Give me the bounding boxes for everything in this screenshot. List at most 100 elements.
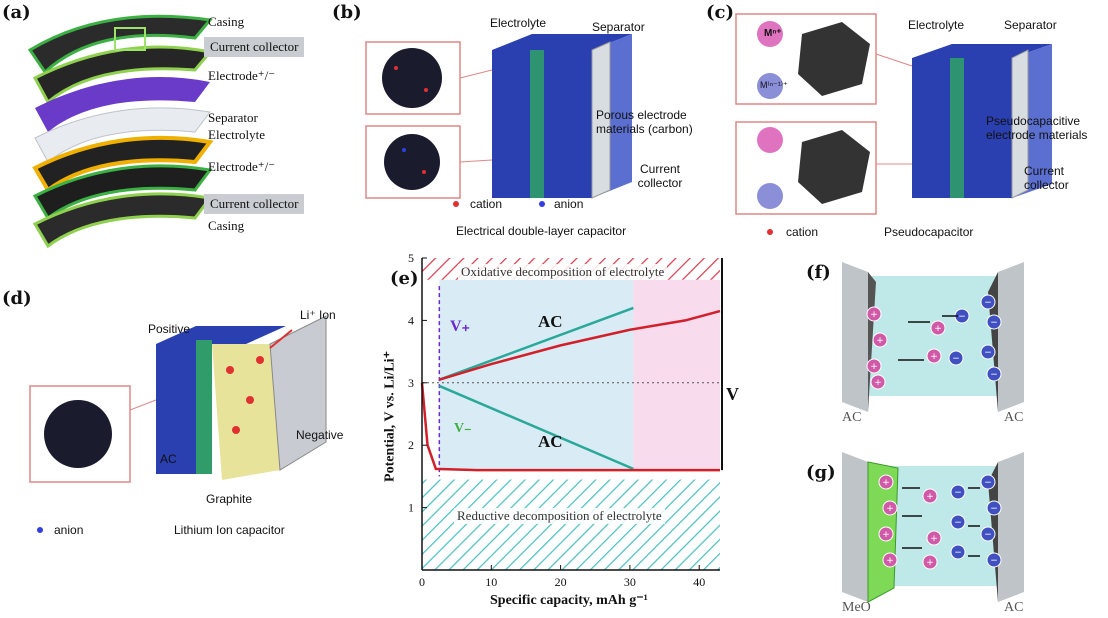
panel-f-tag: (f): [806, 262, 831, 283]
anion-icon-sign: −: [954, 518, 962, 528]
working-region-blue: [439, 279, 634, 471]
cation-icon-sign: +: [882, 530, 890, 540]
x-tick-label: 20: [555, 575, 567, 589]
panel-b-tag: (b): [332, 2, 362, 23]
panel-c-pseudo-label: Pseudocapacitive electrode materials: [986, 114, 1088, 142]
anion-icon: [986, 500, 1002, 516]
anion-icon-sign: −: [990, 556, 998, 566]
cation-dot-icon: [453, 201, 459, 207]
panel-a-label-casing-bottom: Casing: [208, 218, 245, 233]
panel-d-positive-label: Positive: [148, 322, 191, 336]
reductive-band: [422, 479, 720, 570]
cation-icon: [882, 552, 898, 568]
panel-g-tag: (g): [806, 462, 836, 483]
metal-ion-top-icon: [757, 21, 783, 47]
panel-d-graphite-label: Graphite: [206, 492, 253, 506]
cation-icon-sign: +: [926, 492, 934, 502]
ions-f: ++++++−−−−−−: [866, 294, 1002, 390]
anion-icon-sign: −: [952, 354, 960, 364]
chart-reductive-label: Reductive decomposition of electrolyte: [454, 508, 665, 524]
cation-icon: [930, 320, 946, 336]
panel-a-label-collector-top: Current collector: [204, 37, 305, 57]
panel-g-left-label: MeO: [842, 600, 871, 615]
cation-icon: [870, 374, 886, 390]
panel-c-legend-cation: cation: [786, 225, 819, 239]
anion-icon-sign: −: [954, 488, 962, 498]
series-line-1: [438, 384, 634, 471]
panel-f-left-label: AC: [842, 410, 862, 425]
panel-f-right-label: AC: [1004, 410, 1024, 425]
panel-g-right-label: AC: [1004, 600, 1024, 615]
cation-icon: [878, 474, 894, 490]
anion-icon-sign: −: [990, 370, 998, 380]
chart-oxidative-label: Oxidative decomposition of electrolyte: [458, 264, 668, 280]
panel-c-electrolyte-label: Electrolyte: [908, 18, 965, 32]
y-tick-label: 2: [408, 438, 414, 452]
panel-a-tag: (a): [2, 2, 31, 23]
panel-b-legend-cation: cation: [470, 197, 503, 211]
cation-icon: [922, 488, 938, 504]
anion-icon-sign: −: [990, 318, 998, 328]
panel-c-ion-bottom: M⁽ⁿ⁻¹⁾⁺: [760, 80, 788, 90]
panel-d-li-ion-label: Li⁺ Ion: [300, 308, 336, 322]
y-tick-label: 4: [408, 313, 414, 327]
chart-y-axis-label: Potential, V vs. Li/Li⁺: [382, 351, 398, 482]
panel-e-tag: (e): [390, 268, 419, 289]
anion-dot-icon: [37, 527, 43, 533]
anion-icon: [950, 484, 966, 500]
cation-icon-sign: +: [886, 504, 894, 514]
cation-icon-sign: +: [870, 362, 878, 372]
y-tick-label: 5: [408, 251, 414, 265]
edlc-illustration: [365, 34, 632, 199]
panel-b-separator-label: Separator: [592, 20, 645, 34]
cation-icon: [866, 306, 882, 322]
panel-b-electrolyte-label: Electrolyte: [490, 16, 547, 30]
panel-c-separator-label: Separator: [1004, 18, 1057, 32]
x-tick-label: 0: [419, 575, 425, 589]
cation-icon-sign: +: [930, 534, 938, 544]
panel-d-caption: Lithium Ion capacitor: [174, 523, 285, 537]
anion-icon-sign: −: [990, 504, 998, 514]
cation-icon-sign: +: [886, 556, 894, 566]
panel-a-label-electrode-top: Electrode⁺/⁻: [208, 68, 276, 83]
chart-x-axis-label: Specific capacity, mAh g⁻¹: [490, 593, 648, 608]
anion-icon: [986, 552, 1002, 568]
cation-icon: [882, 500, 898, 516]
y-tick-label: 1: [408, 501, 414, 515]
panel-a-label-electrolyte: Electrolyte: [208, 127, 266, 142]
panel-c-caption: Pseudocapacitor: [884, 225, 974, 239]
panel-c-ion-top: Mⁿ⁺: [764, 28, 782, 39]
cation-icon-sign: +: [934, 324, 942, 334]
anion-icon-sign: −: [984, 298, 992, 308]
cation-icon-sign: +: [870, 310, 878, 320]
series-line-0: [438, 306, 634, 381]
li-ion-capacitor-illustration: [29, 315, 327, 533]
anion-dot-icon: [539, 201, 545, 207]
series-line-2: [420, 382, 720, 472]
panel-d-negative-label: Negative: [296, 428, 344, 442]
anion-icon-sign: −: [954, 548, 962, 558]
panel-d-legend-anion: anion: [54, 523, 84, 537]
cation-dot-icon: [767, 229, 773, 235]
anion-icon: [980, 344, 996, 360]
panel-a-label-collector-bottom: Current collector: [204, 194, 305, 214]
y-tick-label: 3: [408, 376, 414, 390]
anion-icon: [986, 314, 1002, 330]
panel-b-legend-anion: anion: [554, 197, 584, 211]
cation-icon-sign: +: [876, 336, 884, 346]
pseudocapacitor-illustration: [735, 13, 1052, 235]
x-tick-label: 10: [485, 575, 497, 589]
anion-icon: [980, 526, 996, 542]
panel-a-label-casing-top: Casing: [208, 14, 245, 29]
anion-icon: [950, 544, 966, 560]
chart-v-plus-label: V₊: [450, 318, 470, 335]
series-line-3: [438, 309, 721, 381]
panel-c-tag: (c): [706, 2, 734, 23]
cation-icon: [866, 358, 882, 374]
panel-a-label-electrode-bottom: Electrode⁺/⁻: [208, 159, 276, 174]
cation-icon: [872, 332, 888, 348]
anion-icon-sign: −: [984, 530, 992, 540]
cation-icon-sign: +: [882, 478, 890, 488]
cation-icon: [878, 526, 894, 542]
